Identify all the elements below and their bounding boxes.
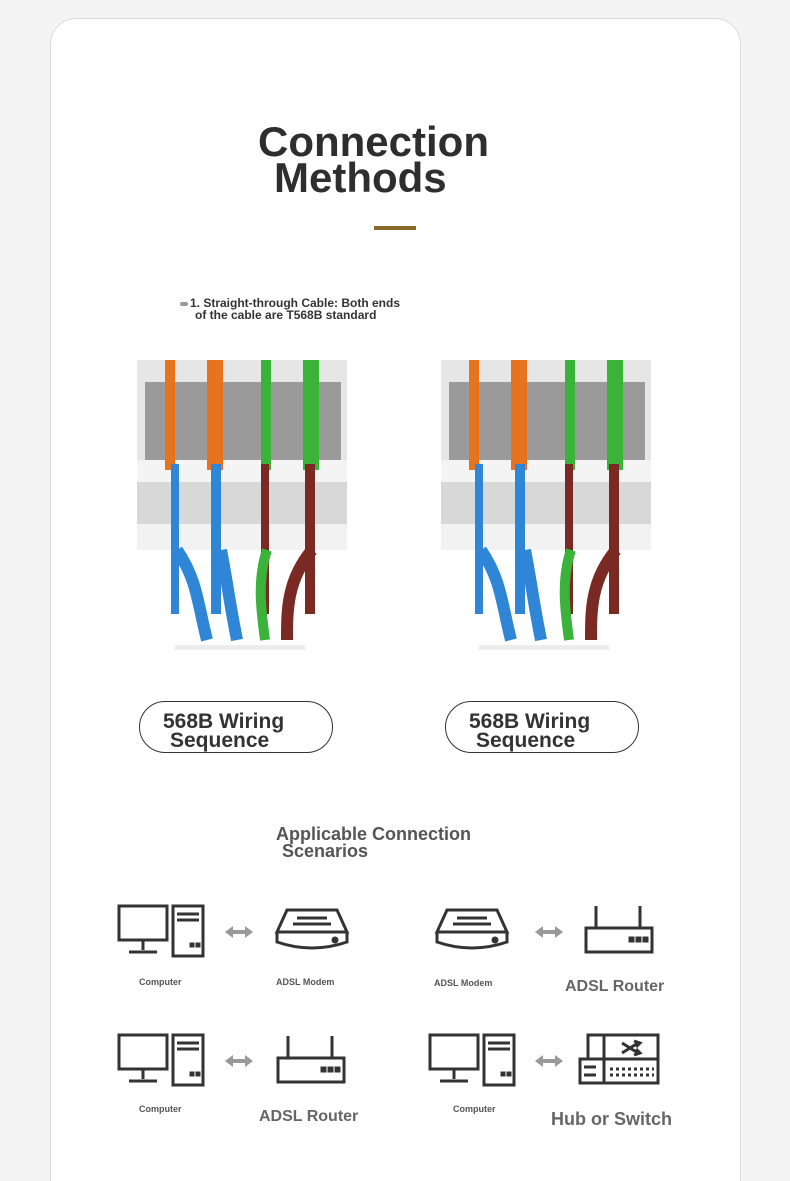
device-label: ADSL Router bbox=[565, 978, 665, 995]
device-label: ADSL Modem bbox=[276, 977, 335, 987]
wiring-label-pill: 568B Wiring Sequence bbox=[445, 701, 639, 753]
content-card bbox=[50, 18, 741, 1181]
router-icon bbox=[276, 1034, 348, 1086]
device-label: ADSL Modem bbox=[434, 978, 493, 988]
wiring-label-line1: 568B Wiring bbox=[163, 710, 285, 733]
bidirectional-arrow-icon bbox=[533, 924, 565, 940]
computer-icon bbox=[428, 1033, 516, 1087]
computer-icon bbox=[117, 1033, 205, 1087]
wiring-label-line1: 568B Wiring bbox=[469, 710, 591, 733]
wiring-label-pill: 568B Wiring Sequence bbox=[139, 701, 333, 753]
bidirectional-arrow-icon bbox=[533, 1053, 565, 1069]
wiring-label-line2: Sequence bbox=[476, 729, 576, 752]
bullet-icon bbox=[180, 301, 188, 306]
page-title-line2: Methods bbox=[274, 154, 447, 201]
cable-note: 1. Straight-through Cable: Both ends of … bbox=[180, 297, 450, 321]
router-icon bbox=[584, 904, 656, 956]
page-title-line1: Connection bbox=[258, 118, 489, 165]
rj45-plug-image bbox=[137, 360, 349, 650]
cable-note-line2: of the cable are T568B standard bbox=[195, 308, 377, 322]
title-divider bbox=[374, 226, 416, 230]
modem-icon bbox=[273, 906, 351, 954]
device-label: ADSL Router bbox=[259, 1108, 359, 1125]
page-title: Connection Methods bbox=[258, 118, 558, 201]
device-label: Hub or Switch bbox=[551, 1109, 672, 1129]
scenarios-title-line1: Applicable Connection bbox=[276, 824, 472, 844]
cable-note-line1: 1. Straight-through Cable: Both ends bbox=[190, 296, 400, 310]
wiring-label-line2: Sequence bbox=[170, 729, 270, 752]
switch-icon bbox=[578, 1033, 662, 1087]
scenarios-title-line2: Scenarios bbox=[282, 841, 369, 861]
computer-icon bbox=[117, 904, 205, 958]
scenarios-title: Applicable Connection Scenarios bbox=[276, 824, 536, 861]
modem-icon bbox=[433, 906, 511, 954]
rj45-plug-image bbox=[441, 360, 653, 650]
bidirectional-arrow-icon bbox=[223, 1053, 255, 1069]
bidirectional-arrow-icon bbox=[223, 924, 255, 940]
device-label: Computer bbox=[139, 1104, 182, 1114]
device-label: Computer bbox=[453, 1104, 496, 1114]
device-label: Computer bbox=[139, 977, 182, 987]
